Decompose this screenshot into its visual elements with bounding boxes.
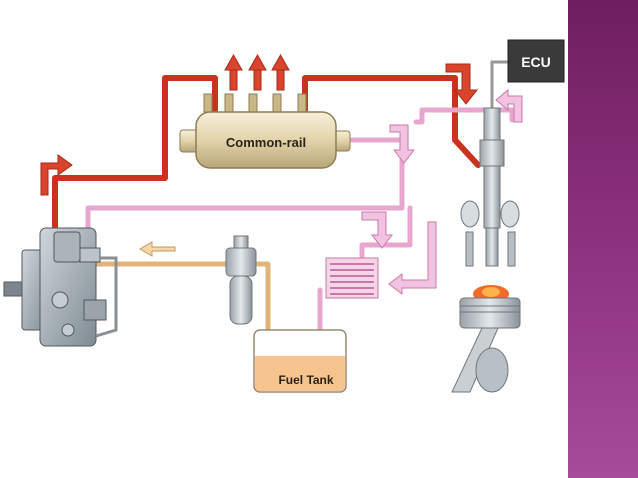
rail-label: Common-rail — [226, 135, 306, 150]
common-rail: Common-rail — [179, 93, 351, 169]
rail-relief-arrow-1 — [224, 53, 243, 91]
return-arrow-rail — [389, 124, 416, 164]
rail-relief-arrow-2 — [248, 53, 267, 91]
common-rail-diagram: Common-rail ECU — [3, 39, 565, 393]
engine-cylinder — [451, 107, 521, 393]
return-to-pump-line — [85, 137, 405, 248]
fuel-cooler — [325, 257, 379, 299]
ecu-label: ECU — [521, 54, 551, 70]
tank-to-filter-line — [255, 261, 271, 343]
tank-label: Fuel Tank — [278, 373, 333, 387]
feed-direction-arrow — [139, 241, 176, 257]
cooler-return-line — [359, 205, 413, 265]
pump-to-rail-line — [52, 75, 218, 265]
injector-return-line — [413, 107, 515, 125]
return-arrow-mid — [361, 211, 394, 249]
pump-outlet-arrow — [40, 154, 73, 196]
rail-relief-arrow-3 — [271, 53, 290, 91]
fuel-filter — [225, 235, 257, 325]
high-pressure-pump — [3, 227, 118, 347]
rail-to-injector-line — [302, 75, 481, 168]
ecu-unit: ECU — [490, 39, 565, 125]
return-arrow-cooler — [388, 221, 437, 296]
return-arrow-injector — [495, 88, 523, 123]
injector-feed-arrow — [445, 63, 479, 105]
fuel-tank: Fuel Tank — [253, 329, 347, 393]
decorative-side-band — [568, 0, 638, 478]
pressure-arrows — [40, 53, 479, 196]
high-pressure-lines — [52, 75, 481, 265]
